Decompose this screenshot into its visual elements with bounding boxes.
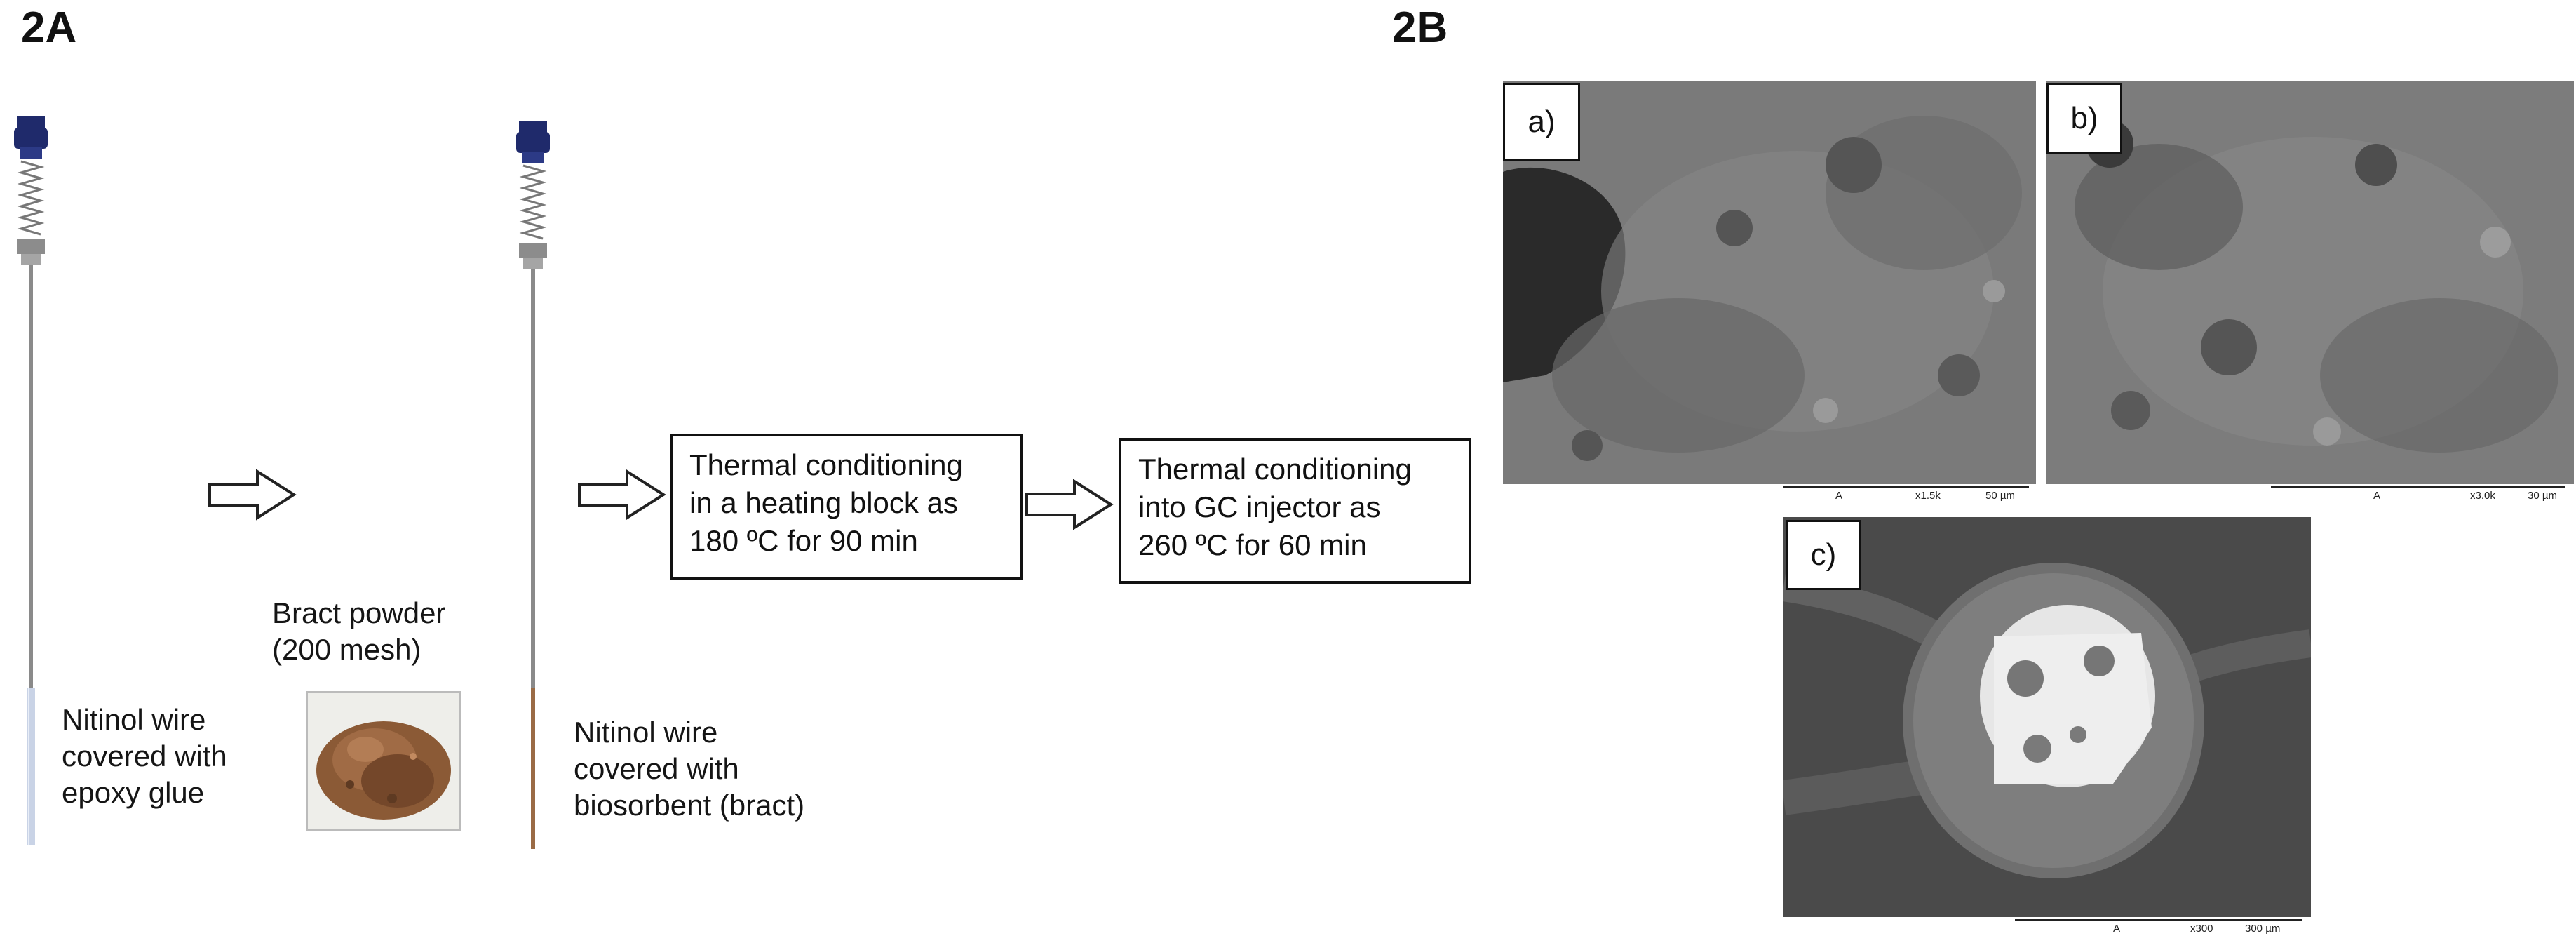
arrow-right-icon xyxy=(1025,479,1114,530)
scale-bar-b xyxy=(2271,486,2565,488)
step-gc-injector: Thermal conditioning into GC injector as… xyxy=(1119,438,1471,584)
panel-label-2a: 2A xyxy=(21,4,77,52)
caption-wire-bract: Nitinol wire covered with biosorbent (br… xyxy=(574,716,805,822)
arrow-right-icon xyxy=(578,469,666,521)
arrow-right-icon xyxy=(208,469,297,521)
sem-image-c xyxy=(1783,517,2311,917)
caption-bract-powder: Bract powder (200 mesh) xyxy=(272,596,446,666)
scale-mode-c: A xyxy=(2113,923,2121,935)
magnification-c: x300 xyxy=(2190,923,2213,935)
sem-label-c: c) xyxy=(1786,520,1861,590)
scale-value-a: 50 µm xyxy=(1985,490,2015,502)
magnification-b: x3.0k xyxy=(2470,490,2495,502)
scale-strip-b: A x3.0k 30 µm xyxy=(2046,484,2574,505)
scale-strip-c: A x300 300 µm xyxy=(1783,917,2311,938)
scale-bar-a xyxy=(1783,486,2029,488)
sem-image-b xyxy=(2046,81,2574,484)
scale-value-c: 300 µm xyxy=(2245,923,2281,935)
sem-image-a xyxy=(1503,81,2036,484)
spme-fiber-bract xyxy=(516,121,550,849)
panel-label-2b: 2B xyxy=(1392,4,1448,52)
scale-value-b: 30 µm xyxy=(2528,490,2557,502)
bract-powder-photo xyxy=(306,691,461,831)
sem-label-a: a) xyxy=(1503,83,1580,161)
scale-bar-c xyxy=(2015,919,2302,921)
step-heating-block: Thermal conditioning in a heating block … xyxy=(670,434,1023,580)
scale-mode-a: A xyxy=(1835,490,1843,502)
caption-wire-epoxy: Nitinol wire covered with epoxy glue xyxy=(62,703,227,809)
scale-mode-b: A xyxy=(2373,490,2381,502)
scale-strip-a: A x1.5k 50 µm xyxy=(1503,484,2036,505)
spme-fiber-epoxy xyxy=(14,116,48,845)
magnification-a: x1.5k xyxy=(1915,490,1941,502)
sem-label-b: b) xyxy=(2046,83,2122,154)
